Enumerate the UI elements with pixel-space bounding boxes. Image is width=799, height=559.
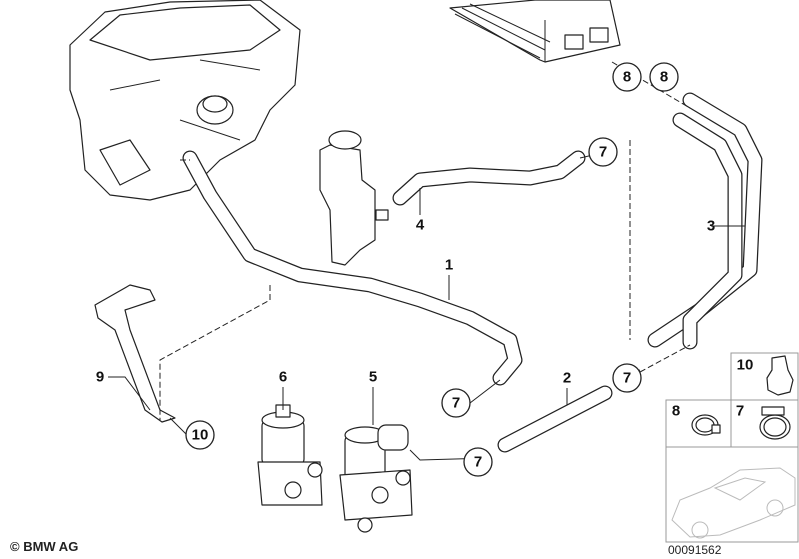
callout-7-right[interactable]: 7 bbox=[612, 363, 642, 393]
svg-text:10: 10 bbox=[192, 427, 209, 444]
inset-label-10[interactable]: 10 bbox=[737, 357, 754, 374]
callout-7-middle[interactable]: 7 bbox=[441, 388, 471, 418]
callout-8-right[interactable]: 8 bbox=[649, 62, 679, 92]
drawing-number: 00091562 bbox=[668, 543, 722, 557]
water-valve-5 bbox=[339, 424, 413, 533]
svg-text:7: 7 bbox=[599, 144, 607, 161]
hose-2 bbox=[497, 385, 613, 453]
svg-text:8: 8 bbox=[660, 69, 668, 86]
label-3[interactable]: 3 bbox=[707, 218, 715, 235]
expansion-tank bbox=[319, 130, 389, 266]
inset-label-7[interactable]: 7 bbox=[736, 403, 744, 420]
heater-core bbox=[449, 0, 621, 63]
label-2[interactable]: 2 bbox=[563, 370, 571, 387]
hose-clamp-8-icon bbox=[691, 414, 721, 436]
copyright: © BMW AG bbox=[10, 539, 78, 554]
callout-8-left[interactable]: 8 bbox=[612, 62, 642, 92]
hose-clamp-7-icon bbox=[759, 406, 791, 440]
clip-10-icon bbox=[766, 355, 794, 396]
label-9[interactable]: 9 bbox=[96, 369, 104, 386]
svg-text:7: 7 bbox=[452, 395, 460, 412]
hose-3 bbox=[647, 92, 763, 350]
hose-1 bbox=[182, 150, 523, 386]
label-4[interactable]: 4 bbox=[416, 217, 425, 234]
inset-panel: 10 8 7 bbox=[665, 352, 799, 543]
svg-text:7: 7 bbox=[623, 370, 631, 387]
bracket-9 bbox=[94, 284, 176, 423]
engine-block bbox=[69, 0, 301, 201]
car-silhouette-icon bbox=[671, 467, 796, 539]
callout-7-bottom[interactable]: 7 bbox=[463, 447, 493, 477]
svg-text:8: 8 bbox=[623, 69, 631, 86]
label-6[interactable]: 6 bbox=[279, 369, 287, 386]
water-valve-6 bbox=[257, 404, 323, 506]
hose-4 bbox=[392, 150, 586, 206]
inset-label-8[interactable]: 8 bbox=[672, 403, 680, 420]
label-5[interactable]: 5 bbox=[369, 369, 377, 386]
callout-10[interactable]: 10 bbox=[185, 420, 215, 450]
label-1[interactable]: 1 bbox=[445, 257, 453, 274]
svg-text:7: 7 bbox=[474, 454, 482, 471]
callout-7-top[interactable]: 7 bbox=[588, 137, 618, 167]
